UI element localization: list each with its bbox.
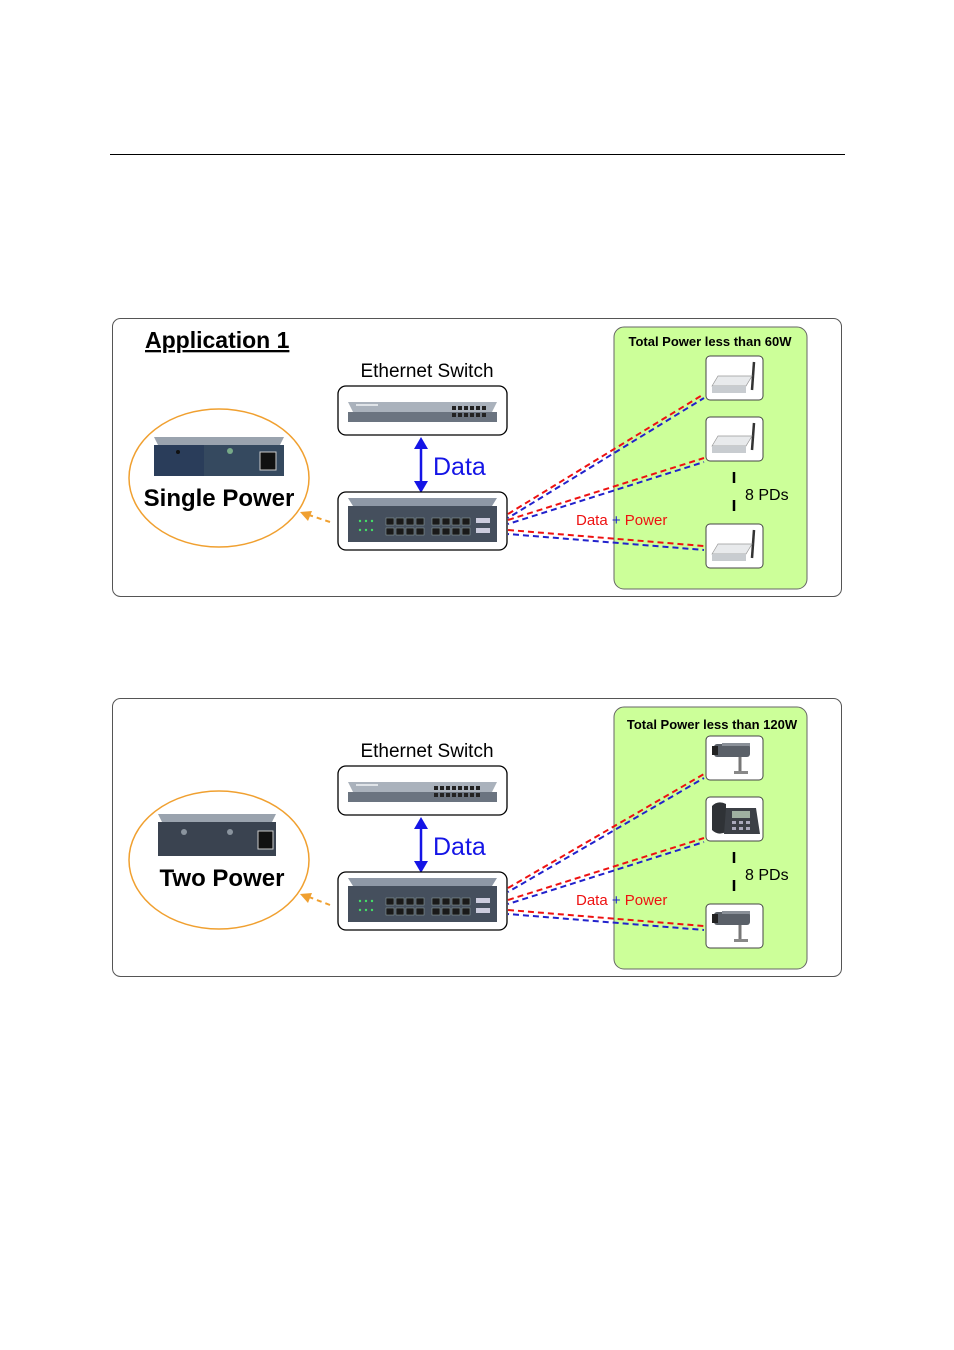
poe-cable-2 bbox=[507, 457, 705, 525]
ip-phone-icon bbox=[705, 796, 764, 842]
data-label: Data bbox=[433, 833, 486, 861]
panel-title: Application 1 bbox=[145, 327, 290, 353]
poe-switch-icon bbox=[337, 871, 508, 931]
pd-count-label: 8 PDs bbox=[745, 867, 789, 884]
link-label: Data + Power bbox=[576, 512, 667, 529]
poe-switch-icon bbox=[337, 491, 508, 551]
power-link-arrow bbox=[300, 893, 331, 906]
poe-cable-1 bbox=[507, 393, 705, 519]
power-callout-circle bbox=[128, 408, 310, 548]
power-label: Two Power bbox=[160, 865, 285, 892]
ethernet-switch-icon bbox=[337, 765, 508, 816]
total-power-label: Total Power less than 60W bbox=[628, 334, 792, 349]
ip-camera-icon bbox=[705, 903, 764, 949]
ip-camera-icon bbox=[705, 735, 764, 781]
poe-cable-3 bbox=[507, 909, 705, 931]
power-link-arrow bbox=[300, 511, 331, 523]
wireless-ap-icon bbox=[705, 523, 764, 569]
application-1-panel: Application 1 Total Power less than 60W … bbox=[112, 318, 842, 597]
pd-count-label: 8 PDs bbox=[745, 487, 789, 504]
application-1-diagram: Application 1 Total Power less than 60W … bbox=[112, 318, 842, 597]
ethernet-switch-label: Ethernet Switch bbox=[360, 741, 493, 762]
wireless-ap-icon bbox=[705, 355, 764, 401]
power-supply-icon bbox=[154, 437, 284, 476]
header-rule bbox=[110, 154, 845, 155]
application-2-diagram: Total Power less than 120W Ethernet Swit… bbox=[112, 698, 842, 977]
poe-cable-2 bbox=[507, 837, 705, 905]
ethernet-switch-icon bbox=[337, 385, 508, 436]
link-label: Data + Power bbox=[576, 892, 667, 909]
data-label: Data bbox=[433, 453, 486, 481]
poe-cable-1 bbox=[507, 773, 705, 893]
power-label: Single Power bbox=[144, 485, 295, 512]
power-callout-circle bbox=[128, 790, 310, 930]
data-arrow-icon bbox=[414, 817, 428, 873]
data-arrow-icon bbox=[414, 437, 428, 493]
poe-cable-3 bbox=[507, 529, 705, 551]
ethernet-switch-label: Ethernet Switch bbox=[360, 361, 493, 382]
power-supply-icon bbox=[158, 814, 276, 856]
application-2-panel: Total Power less than 120W Ethernet Swit… bbox=[112, 698, 842, 977]
wireless-ap-icon bbox=[705, 416, 764, 462]
total-power-label: Total Power less than 120W bbox=[627, 717, 798, 732]
